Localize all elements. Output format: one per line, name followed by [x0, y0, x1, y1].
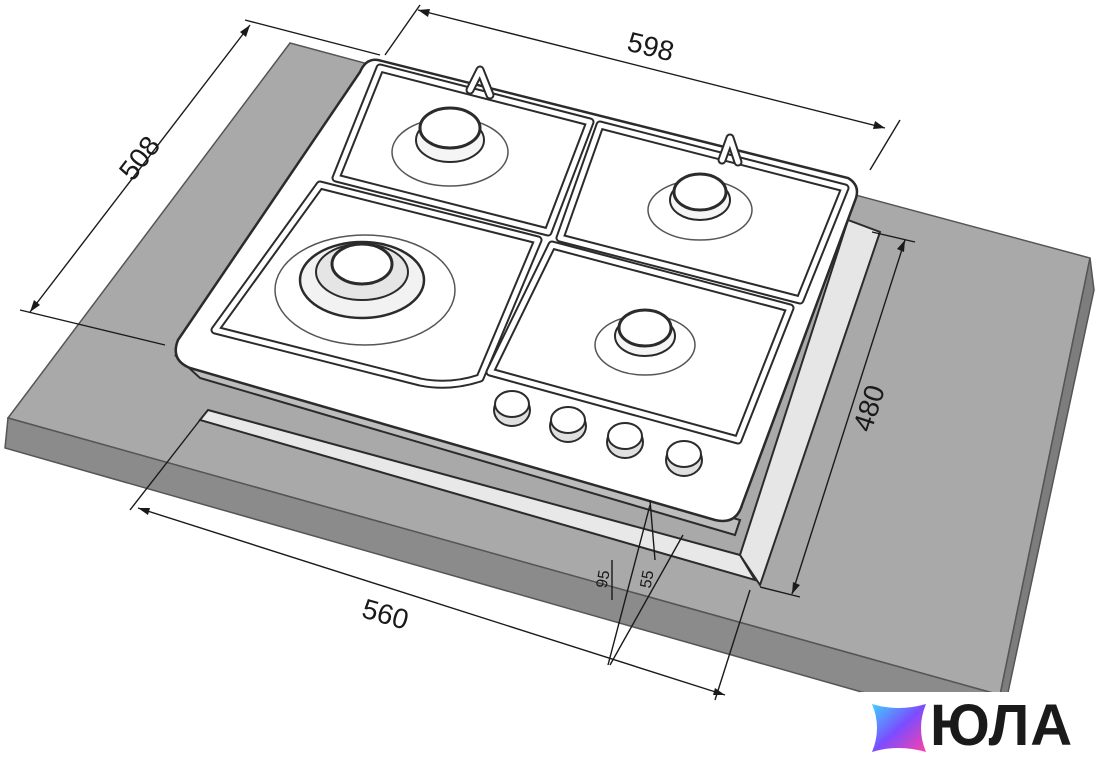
label-front-edge: 55	[638, 569, 658, 590]
pan-supports	[210, 63, 850, 445]
control-knobs	[493, 390, 703, 477]
label-hob-depth: 508	[113, 130, 166, 186]
brand-logo: ЮЛА	[860, 692, 1100, 762]
burner-front-left-wok	[274, 234, 456, 346]
knob-1	[493, 390, 531, 427]
label-cutout-width: 560	[359, 593, 412, 636]
knob-3	[606, 422, 644, 459]
cutout-opening	[198, 408, 758, 582]
burner-back-left	[391, 106, 509, 187]
cutout-right-edge	[738, 218, 882, 588]
logo-wordmark: ЮЛА	[930, 693, 1074, 758]
knob-2	[549, 406, 587, 443]
logo-mark-icon	[872, 704, 926, 752]
knob-4	[665, 440, 703, 477]
burner-back-right	[647, 172, 753, 241]
burner-front-right	[594, 308, 696, 376]
hob	[174, 58, 859, 537]
label-front-offset: 95	[594, 569, 614, 590]
label-hob-width: 598	[624, 26, 677, 67]
dimension-lines	[19, 4, 916, 701]
